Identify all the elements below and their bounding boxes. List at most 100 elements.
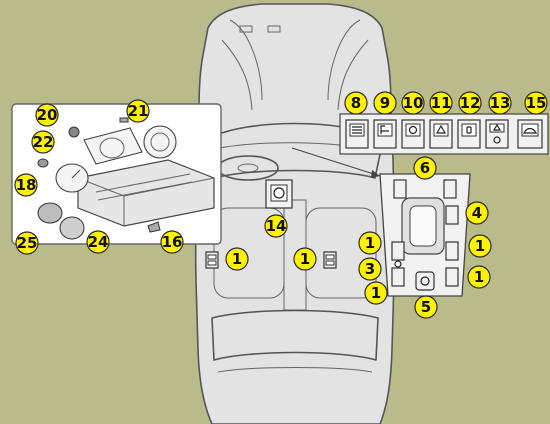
windshield [206, 122, 384, 179]
door-switch-left [205, 251, 219, 269]
car-outline [194, 3, 396, 424]
hood-line-left [229, 19, 263, 101]
switch-9 [373, 119, 397, 149]
cluster-housing [77, 159, 215, 227]
svg-text:8: 8 [351, 94, 361, 112]
leader-arrowhead [371, 170, 380, 178]
cluster-slot-2 [97, 181, 193, 201]
rear-window [211, 309, 379, 361]
door-switch-right [323, 251, 337, 269]
windshield-icon [523, 127, 537, 134]
callout-24: 24 [86, 230, 110, 254]
svg-text:6: 6 [420, 159, 430, 177]
svg-text:25: 25 [17, 234, 38, 252]
instrument-panel-inset [11, 103, 222, 245]
lock-icon [466, 126, 472, 134]
svg-text:15: 15 [526, 94, 547, 112]
steering-hub [237, 163, 259, 173]
switch-11 [429, 119, 453, 149]
svg-text:18: 18 [16, 176, 37, 194]
switch-13 [485, 119, 509, 149]
callout-1-console-upper-left: 1 [358, 231, 382, 255]
svg-text:1: 1 [232, 250, 242, 268]
clip-16 [147, 221, 161, 233]
switch-10 [401, 119, 425, 149]
console-switch-1b [445, 241, 459, 261]
switch-25 [37, 202, 63, 224]
gauge-right [143, 125, 177, 159]
svg-text:13: 13 [490, 94, 511, 112]
callout-25: 25 [15, 231, 39, 255]
svg-text:11: 11 [431, 94, 452, 112]
callout-18: 18 [14, 173, 38, 197]
center-console-detail [379, 173, 471, 297]
callout-10: 10 [401, 91, 425, 115]
svg-text:22: 22 [33, 133, 54, 151]
switch-8 [345, 119, 369, 149]
switch-15 [517, 119, 543, 149]
callout-3: 3 [358, 257, 382, 281]
svg-text:9: 9 [380, 94, 390, 112]
svg-text:14: 14 [266, 217, 287, 235]
hood-crease-right [337, 39, 369, 111]
svg-text:1: 1 [371, 284, 381, 302]
light-icon [408, 125, 418, 135]
svg-text:5: 5 [421, 298, 431, 316]
callout-20: 20 [35, 103, 59, 127]
seat-heater-icon [380, 125, 389, 134]
console-switch-1a [391, 241, 405, 261]
rear-defrost-icon [352, 126, 362, 134]
switch-24 [59, 216, 85, 240]
callout-9: 9 [373, 91, 397, 115]
svg-text:1: 1 [300, 250, 310, 268]
cluster-slot-1 [95, 173, 191, 193]
bulb-21 [119, 117, 129, 123]
callout-1-left-door: 1 [225, 247, 249, 271]
callout-15: 15 [524, 91, 548, 115]
callout-22: 22 [31, 130, 55, 154]
svg-text:12: 12 [460, 94, 481, 112]
svg-text:20: 20 [37, 106, 58, 124]
headlight-right [267, 25, 281, 33]
callout-16: 16 [160, 230, 184, 254]
alarm-icon [492, 123, 502, 144]
headlight-left [239, 25, 253, 33]
console-switch-5 [415, 271, 435, 291]
hood-crease-left [221, 39, 253, 111]
callout-4: 4 [465, 201, 489, 225]
console-switch-1d [445, 267, 459, 287]
switch-12 [457, 119, 481, 149]
callout-11: 11 [429, 91, 453, 115]
callout-1-right-door: 1 [293, 247, 317, 271]
console-switch-6b [443, 179, 457, 199]
callout-8: 8 [344, 91, 368, 115]
svg-text:1: 1 [475, 237, 485, 255]
console-switch-6a [393, 179, 407, 199]
callout-1-console-upper-right: 1 [468, 234, 492, 258]
svg-text:21: 21 [128, 102, 149, 120]
callout-5: 5 [414, 295, 438, 319]
callout-6: 6 [413, 156, 437, 180]
console-indicator-3 [394, 260, 402, 268]
trunk-line [217, 367, 373, 373]
console-switch-4 [445, 205, 459, 225]
svg-text:10: 10 [403, 94, 424, 112]
leader-line-console [291, 147, 381, 177]
bulb-socket-20 [68, 126, 80, 138]
console-switch-1c [391, 267, 405, 287]
shifter-gate [409, 205, 437, 247]
hazard-icon [435, 124, 447, 134]
callout-1-console-lower-right: 1 [467, 265, 491, 289]
callout-1-console-lower-left: 1 [364, 281, 388, 305]
svg-text:16: 16 [162, 233, 183, 251]
svg-text:1: 1 [474, 268, 484, 286]
speedometer [99, 137, 125, 159]
callout-13: 13 [488, 91, 512, 115]
svg-text:24: 24 [88, 233, 109, 251]
callout-21: 21 [126, 99, 150, 123]
gauge-center-panel [83, 127, 143, 165]
car-body [194, 3, 396, 424]
callout-14: 14 [264, 214, 288, 238]
